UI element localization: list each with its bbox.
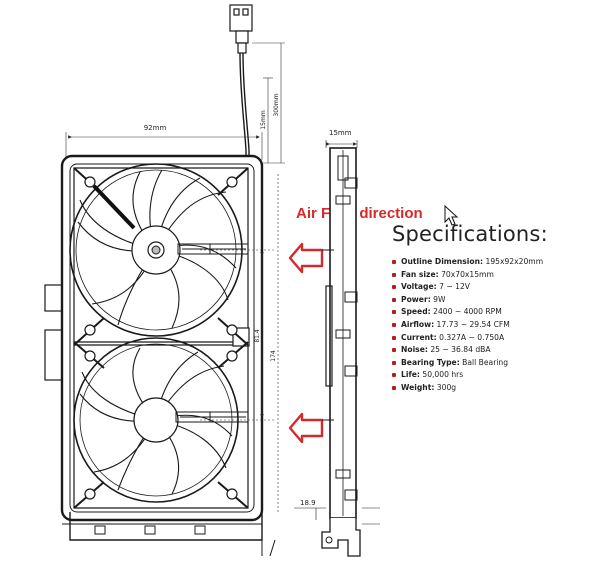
spec-value: 9W xyxy=(433,294,446,304)
lower-fan-arms xyxy=(175,411,249,423)
center-spacing-dimension xyxy=(200,249,275,421)
spec-value: 195x92x20mm xyxy=(485,257,544,266)
spec-value: 70x70x15mm xyxy=(441,269,494,279)
spec-label: Power: xyxy=(401,294,431,304)
spec-label: Noise: xyxy=(401,345,428,355)
upper-fan-arms xyxy=(177,243,249,255)
spec-value: 2400 ~ 4000 RPM xyxy=(433,307,502,317)
screw-holes xyxy=(84,176,238,500)
spec-item: Noise: 25 ~ 36.84 dBA xyxy=(392,344,592,357)
spec-item: Outline Dimension: 195x92x20mm xyxy=(392,256,592,269)
spec-value: 17.73 ~ 29.54 CFM xyxy=(436,319,510,329)
spec-label: Bearing Type: xyxy=(401,357,460,367)
spec-item: Power: 9W xyxy=(392,294,592,307)
spec-label: Voltage: xyxy=(401,282,437,292)
width-dimension-line xyxy=(65,132,263,160)
specifications-title: Specifications: xyxy=(392,222,548,246)
spec-label: Weight: xyxy=(401,382,435,392)
spec-item: Fan size: 70x70x15mm xyxy=(392,269,592,282)
spec-item: Bearing Type: Ball Bearing xyxy=(392,357,592,370)
width-label: 92mm xyxy=(144,124,167,132)
spec-value: 0.327A ~ 0.750A xyxy=(439,332,505,342)
cable-length-b-label: 300mm xyxy=(273,93,280,116)
spec-value: 7 ~ 12V xyxy=(439,282,470,292)
spec-item: Weight: 300g xyxy=(392,382,592,395)
spec-label: Current: xyxy=(401,332,437,342)
cable-connector xyxy=(229,4,253,54)
bottom-offset-label: 18.9 xyxy=(300,499,316,507)
specifications-panel: Specifications: Outline Dimension: 195x9… xyxy=(392,222,592,395)
airflow-direction-label: Air Flow direction xyxy=(296,205,423,222)
spec-value: 25 ~ 36.84 dBA xyxy=(430,345,491,355)
spec-item: Speed: 2400 ~ 4000 RPM xyxy=(392,306,592,319)
cable-dimension-lines xyxy=(252,42,285,164)
side-profile-view xyxy=(294,140,380,557)
spec-label: Speed: xyxy=(401,307,431,317)
spec-item: Current: 0.327A ~ 0.750A xyxy=(392,332,592,345)
airflow-arrow-upper xyxy=(288,242,324,274)
spec-value: Ball Bearing xyxy=(462,357,509,367)
upper-fan xyxy=(69,163,243,337)
mouse-pointer-icon xyxy=(444,204,459,226)
inner-height-label: 174 xyxy=(270,350,277,362)
spec-item: Voltage: 7 ~ 12V xyxy=(392,281,592,294)
spec-label: Outline Dimension: xyxy=(401,257,484,266)
cable-length-a-label: 15mm xyxy=(260,110,267,129)
spec-label: Airflow: xyxy=(401,319,435,329)
spec-label: Fan size: xyxy=(401,269,439,279)
spec-label: Life: xyxy=(401,370,420,380)
spec-item: Airflow: 17.73 ~ 29.54 CFM xyxy=(392,319,592,332)
side-width-label: 15mm xyxy=(329,129,352,137)
center-spacing-label: 81.4 xyxy=(254,329,261,343)
spec-value: 300g xyxy=(436,382,457,392)
airflow-arrow-lower xyxy=(288,412,324,444)
lower-fan xyxy=(73,337,239,503)
spec-item: Life: 50,000 hrs xyxy=(392,369,592,382)
fan-wire-upper xyxy=(92,184,136,230)
spec-value: 50,000 hrs xyxy=(422,370,464,380)
